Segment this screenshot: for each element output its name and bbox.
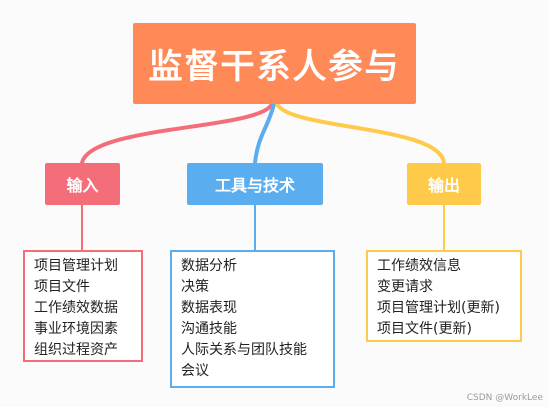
- tools-list[interactable]: 数据分析 决策 数据表现 沟通技能 人际关系与团队技能 会议: [170, 250, 335, 388]
- list-item: 工作绩效信息: [377, 258, 461, 274]
- branch-tools[interactable]: 工具与技术: [187, 163, 323, 205]
- list-item: 人际关系与团队技能: [181, 342, 307, 358]
- branch-outputs-label: 输出: [427, 176, 460, 195]
- list-item: 沟通技能: [181, 321, 237, 337]
- list-item: 项目文件(更新): [377, 321, 472, 337]
- inputs-list[interactable]: 项目管理计划 项目文件 工作绩效数据 事业环境因素 组织过程资产: [23, 250, 143, 362]
- list-item: 工作绩效数据: [34, 300, 118, 316]
- connector-title-outputs: [275, 102, 446, 165]
- list-item: 组织过程资产: [34, 342, 118, 358]
- list-item: 项目文件: [34, 279, 90, 295]
- list-item: 数据表现: [181, 300, 237, 316]
- connector-title-inputs: [80, 102, 274, 165]
- list-item: 决策: [181, 279, 209, 295]
- branch-inputs-label: 输入: [66, 176, 99, 195]
- list-item: 事业环境因素: [34, 321, 118, 337]
- central-topic[interactable]: 监督干系人参与: [133, 23, 416, 104]
- list-item: 项目管理计划: [34, 258, 118, 274]
- list-item: 项目管理计划(更新): [377, 300, 500, 316]
- outputs-list[interactable]: 工作绩效信息 变更请求 项目管理计划(更新) 项目文件(更新): [366, 250, 522, 342]
- list-item: 会议: [181, 363, 209, 379]
- list-item: 数据分析: [181, 258, 237, 274]
- branch-tools-label: 工具与技术: [214, 176, 295, 195]
- branch-outputs[interactable]: 输出: [407, 163, 481, 205]
- branch-inputs[interactable]: 输入: [45, 163, 120, 205]
- central-topic-label: 监督干系人参与: [148, 47, 401, 87]
- list-item: 变更请求: [377, 279, 433, 295]
- connector-title-tools: [253, 102, 276, 165]
- watermark: CSDN @WorkLee: [466, 393, 543, 403]
